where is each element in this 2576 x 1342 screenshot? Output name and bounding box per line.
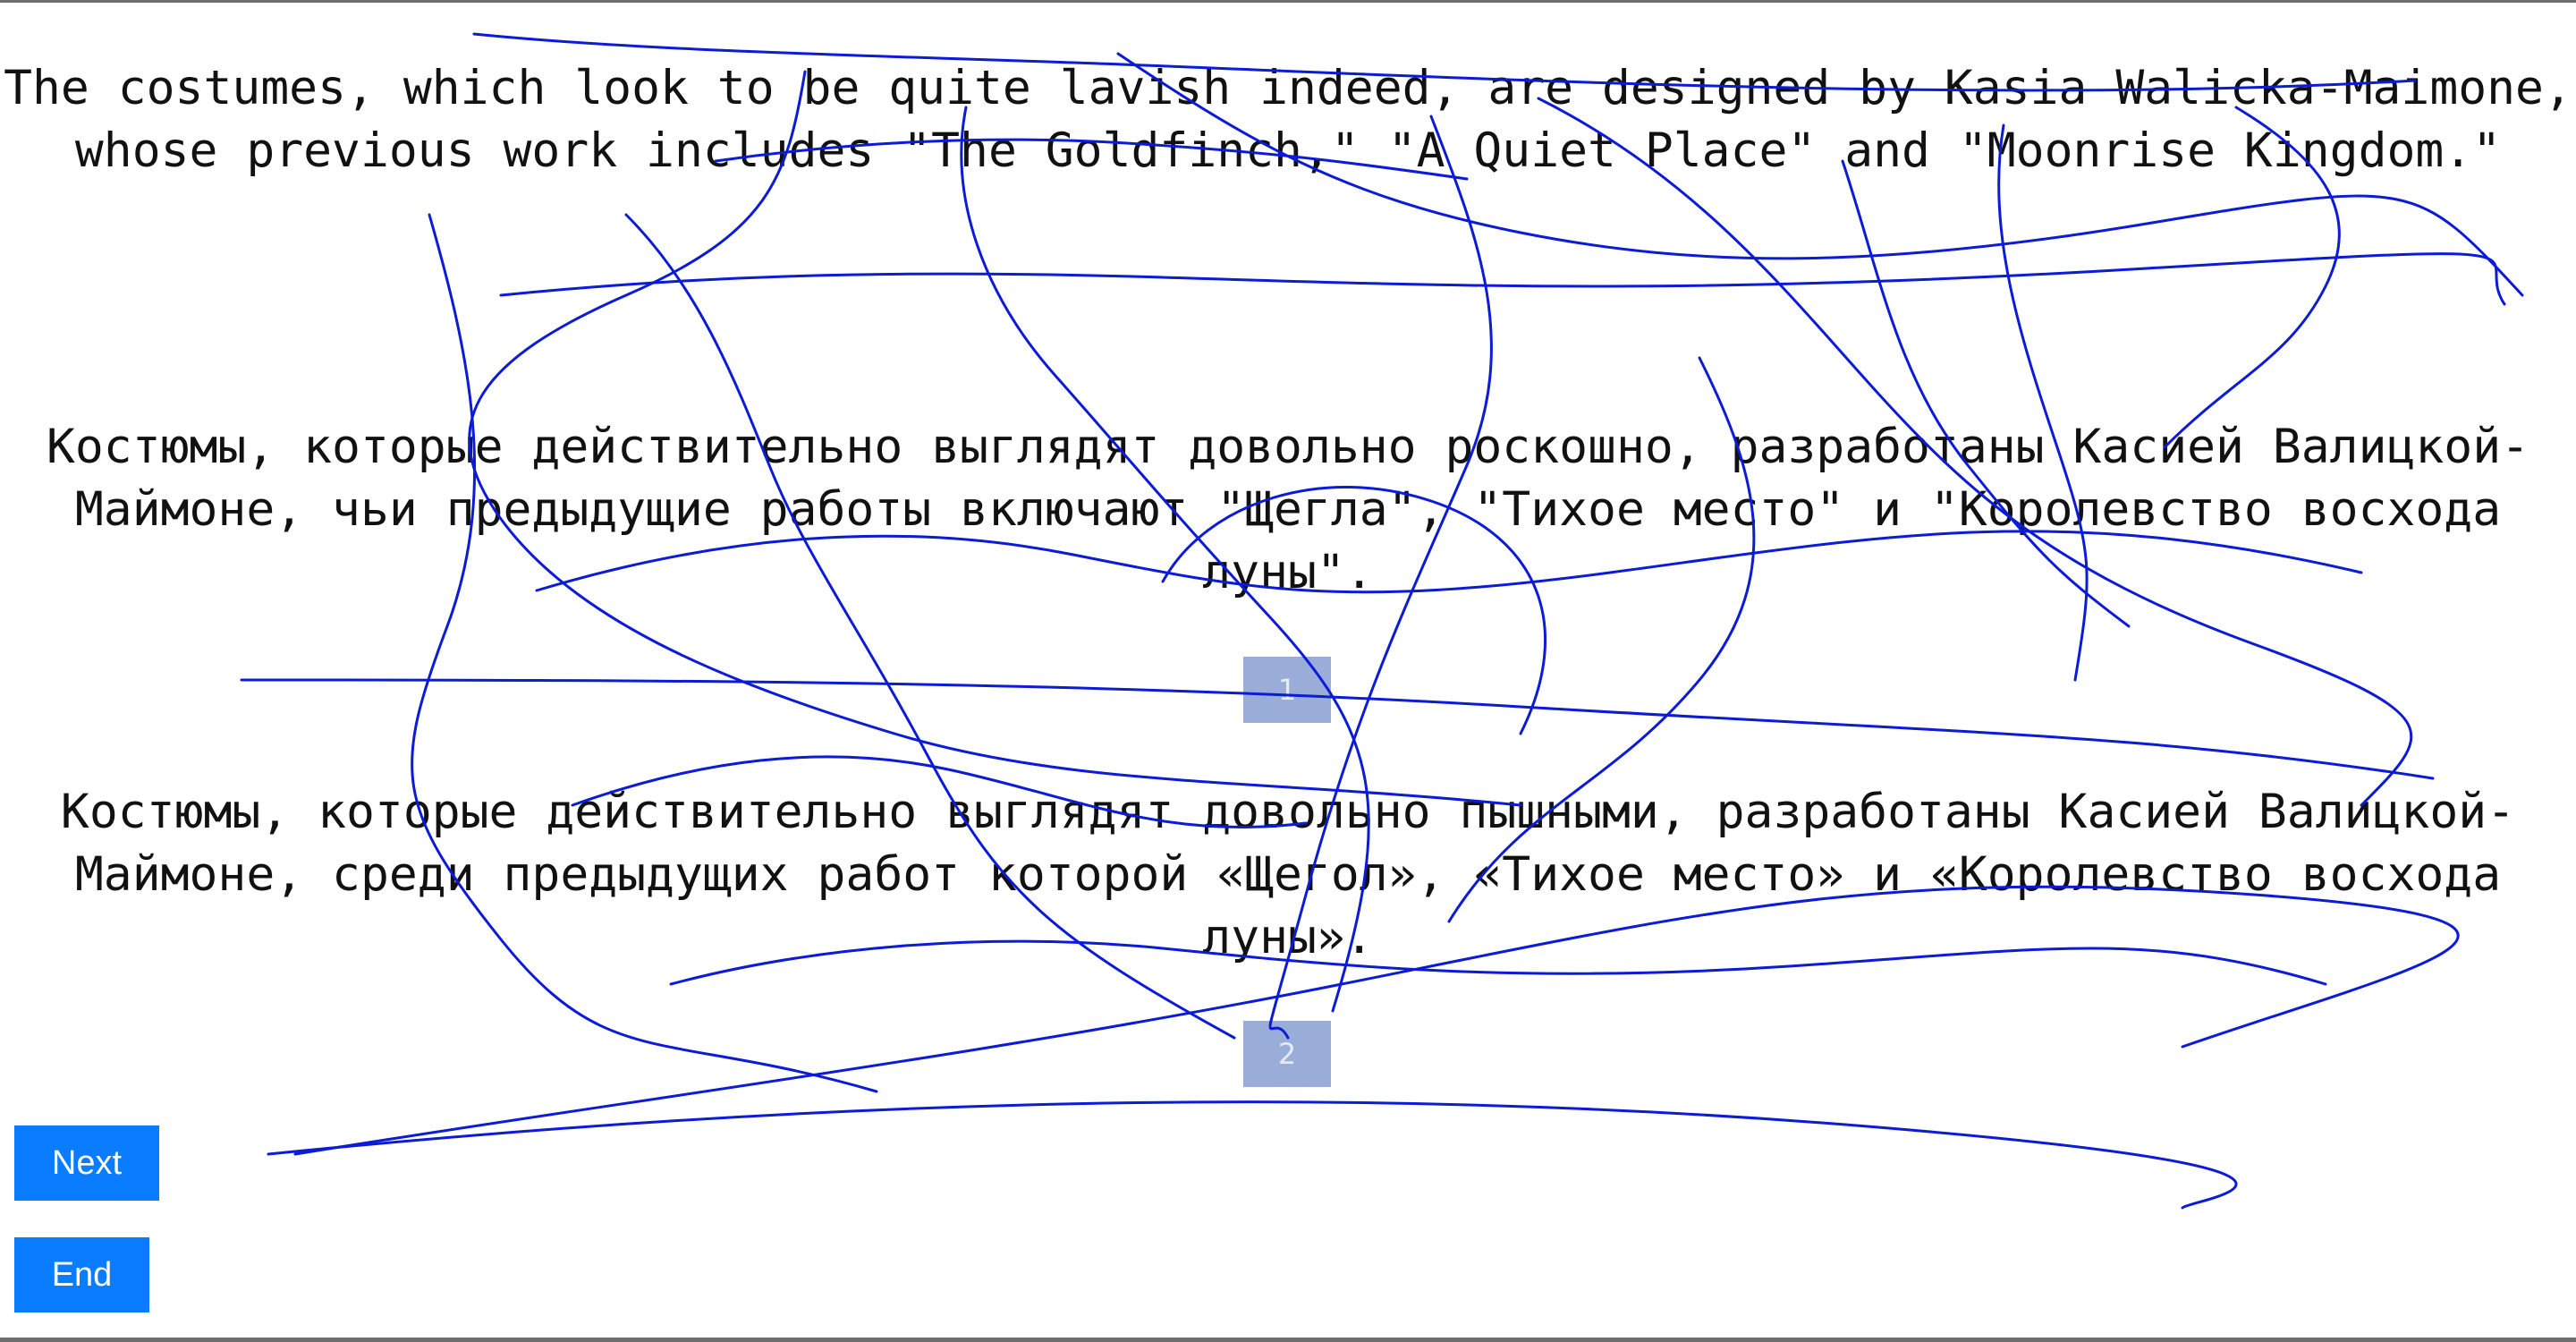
translation-option-2: Костюмы, которые действительно выглядят … <box>60 785 2516 964</box>
rank-box-1[interactable]: 1 <box>1243 657 1331 723</box>
rank-box-2-label: 2 <box>1277 1037 1297 1071</box>
next-button[interactable]: Next <box>14 1125 159 1201</box>
rank-box-1-label: 1 <box>1277 673 1297 707</box>
translation-option-1: Костюмы, которые действительно выглядят … <box>46 420 2530 599</box>
rank-box-2[interactable]: 2 <box>1243 1021 1331 1087</box>
scribble-stroke <box>240 678 2435 780</box>
scribble-stroke <box>499 252 2506 306</box>
top-border <box>0 0 2576 3</box>
scribble-stroke <box>267 1100 2238 1210</box>
bottom-border <box>0 1338 2576 1342</box>
end-button[interactable]: End <box>14 1237 149 1312</box>
source-text: The costumes, which look to be quite lav… <box>4 61 2572 178</box>
